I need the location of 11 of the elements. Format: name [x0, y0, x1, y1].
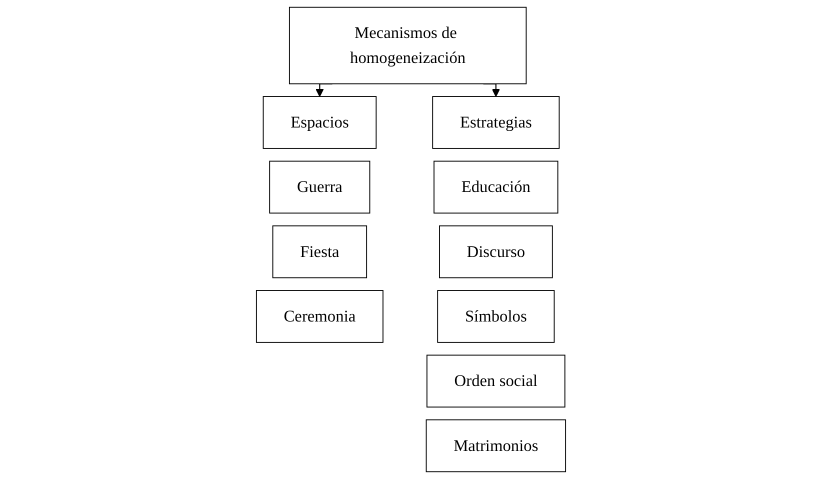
node-box: Fiesta — [272, 225, 368, 278]
node-box: Orden social — [426, 354, 566, 408]
node-box: Símbolos — [437, 290, 555, 343]
node-box: Discurso — [439, 225, 553, 278]
node-box: Espacios — [262, 96, 377, 149]
node-box: Matrimonios — [426, 419, 566, 472]
node-box: Mecanismos de homogeneización — [288, 6, 527, 84]
node-box: Estrategias — [432, 96, 560, 149]
node-box: Educación — [434, 160, 558, 214]
node-box: Guerra — [269, 160, 370, 214]
node-box: Ceremonia — [256, 290, 384, 343]
